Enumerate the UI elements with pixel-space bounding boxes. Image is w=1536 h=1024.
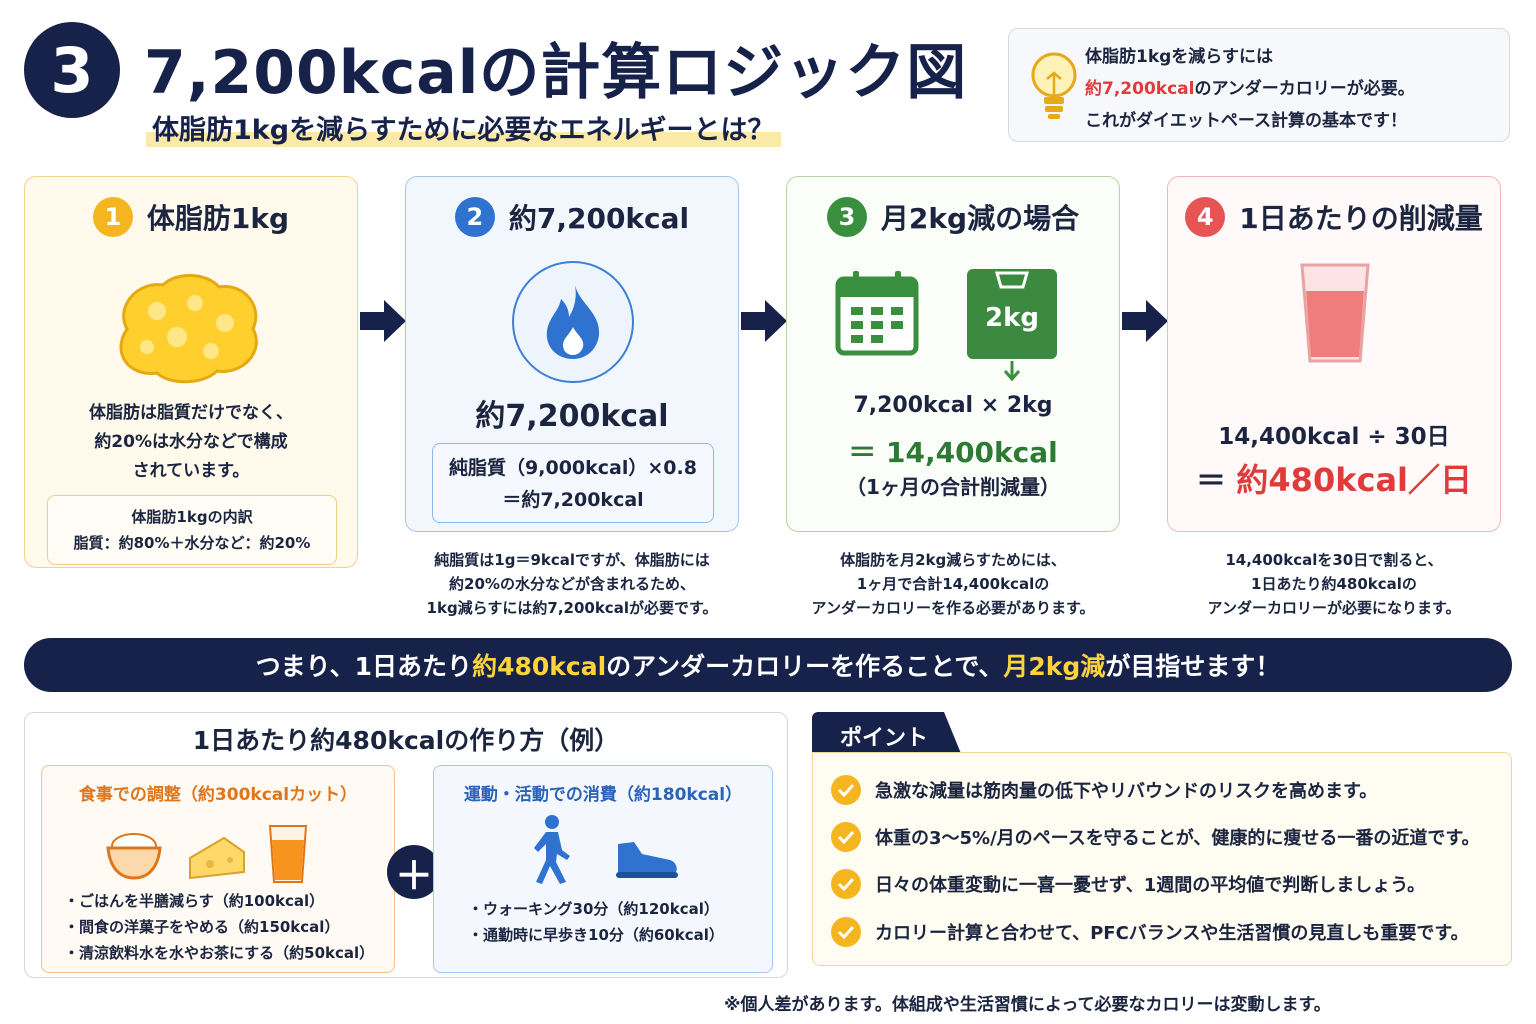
- points-tab: ポイント: [812, 712, 962, 756]
- breakdown-values: 脂質：約80%＋水分など：約20%: [73, 534, 311, 552]
- exercise-item: ・ウォーキング30分（約120kcal）: [468, 900, 719, 918]
- food-box-title: 食事での調整（約300kcalカット）: [78, 785, 358, 805]
- exercise-box: 運動・活動での消費（約180kcal） ・ウォーキング30分（約120kcal）…: [433, 765, 773, 973]
- formula-line-2: ＝約7,200kcal: [502, 489, 644, 511]
- plus-icon: ＋: [387, 845, 441, 899]
- exercise-icons: [534, 815, 678, 884]
- tip-line-1: 体脂肪1kgを減らすには: [1085, 47, 1273, 67]
- step-number-3: 3: [826, 197, 867, 237]
- check-icon: [831, 822, 861, 852]
- step-card-2: 2 約7,200kcal 約7,200kcal 純脂質（9,000kcal）×0…: [405, 176, 739, 532]
- walking-person-icon: [534, 815, 570, 884]
- step-card-4: 4 1日あたりの削減量 14,400kcal ÷ 30日 ＝ 約480kcal／…: [1167, 176, 1501, 532]
- point-item: 日々の体重変動に一喜一憂せず、1週間の平均値で判断しましょう。: [831, 869, 1425, 899]
- step1-desc-1: 体脂肪は脂質だけでなく、: [89, 403, 293, 423]
- exercise-item: ・通勤時に早歩き10分（約60kcal）: [468, 926, 724, 944]
- step-title-2: 約7,200kcal: [508, 202, 690, 235]
- step-title-3: 月2kg減の場合: [880, 202, 1080, 235]
- page-title: 7,200kcalの計算ロジック図: [144, 38, 968, 108]
- sneaker-icon: [616, 842, 678, 878]
- step-card-1: 1 体脂肪1kg 体脂肪は脂質だけでなく、 約20%は水分などで構成 されていま…: [24, 176, 358, 568]
- step1-desc-3: されています。: [132, 461, 250, 481]
- food-item: ・間食の洋菓子をやめる（約150kcal）: [64, 918, 340, 936]
- rice-bowl-icon: [106, 833, 162, 880]
- step-card-3: 3 月2kg減の場合 2kg 7,200kcal × 2kg ＝ 14,400k…: [786, 176, 1120, 532]
- step3-note: 体脂肪を月2kg減らすためには、1ヶ月で合計14,400kcalのアンダーカロリ…: [811, 551, 1095, 617]
- kcal-value: 約7,200kcal: [475, 399, 669, 434]
- step4-note: 14,400kcalを30日で割ると、1日あたり約480kcalのアンダーカロリ…: [1207, 551, 1461, 617]
- section-number-badge: 3: [24, 22, 120, 118]
- cheese-cake-icon: [189, 836, 245, 880]
- howto-title: 1日あたり約480kcalの作り方（例）: [192, 726, 620, 755]
- food-item: ・ごはんを半膳減らす（約100kcal）: [64, 892, 325, 910]
- tip-line-3: これがダイエットペース計算の基本です！: [1085, 111, 1407, 131]
- arrow-right-icon: [741, 300, 787, 342]
- step1-desc-2: 約20%は水分などで構成: [94, 432, 288, 452]
- check-icon: [831, 869, 861, 899]
- fat-breakdown-box: 体脂肪1kgの内訳 脂質：約80%＋水分など：約20%: [47, 495, 337, 565]
- howto-panel: 1日あたり約480kcalの作り方（例） 食事での調整（約300kcalカット）…: [24, 712, 788, 978]
- step4-calc-1: 14,400kcal ÷ 30日: [1218, 424, 1450, 450]
- glass-icon: [1300, 263, 1370, 363]
- food-icons: [106, 825, 308, 883]
- step-title-4: 1日あたりの削減量: [1239, 202, 1483, 235]
- step-number-4: 4: [1185, 197, 1226, 237]
- footnote: ※個人差があります。体組成や生活習慣によって必要なカロリーは変動します。: [724, 995, 1331, 1015]
- flame-badge: [512, 261, 634, 383]
- step3-calc-2: ＝ 14,400kcal: [848, 436, 1058, 469]
- step-number-2: 2: [454, 197, 495, 237]
- formula-line-1: 純脂質（9,000kcal）×0.8: [449, 457, 697, 479]
- lightbulb-icon: [1031, 52, 1077, 119]
- step-number-1: 1: [92, 197, 133, 237]
- page-subtitle: 体脂肪1kgを減らすために必要なエネルギーとは？: [146, 108, 781, 147]
- juice-glass-icon: [268, 825, 308, 883]
- formula-box: 純脂質（9,000kcal）×0.8 ＝約7,200kcal: [432, 443, 714, 523]
- tip-line-2: 約7,200kcalのアンダーカロリーが必要。: [1085, 79, 1415, 99]
- step2-note: 純脂質は1g＝9kcalですが、体脂肪には約20%の水分などが含まれるため、1k…: [426, 551, 718, 617]
- calendar-icon: [835, 271, 919, 356]
- check-icon: [831, 775, 861, 805]
- flame-icon: [546, 285, 600, 359]
- check-icon: [831, 917, 861, 947]
- food-item: ・清涼飲料水を水やお茶にする（約50kcal）: [64, 944, 375, 962]
- tip-box: 体脂肪1kgを減らすには 約7,200kcalのアンダーカロリーが必要。 これが…: [1008, 28, 1510, 142]
- point-item: 急激な減量は筋肉量の低下やリバウンドのリスクを高めます。: [831, 775, 1377, 805]
- breakdown-title: 体脂肪1kgの内訳: [131, 508, 253, 526]
- point-item: カロリー計算と合わせて、PFCバランスや生活習慣の見直しも重要です。: [831, 917, 1469, 947]
- body-fat-icon: [119, 273, 258, 384]
- weight-icon: 2kg: [967, 269, 1057, 359]
- arrow-right-icon: [360, 300, 406, 342]
- food-adjust-box: 食事での調整（約300kcalカット） ・ごはんを半膳減らす（約100kcal）…: [41, 765, 395, 973]
- step3-calc-3: （1ヶ月の合計削減量）: [846, 475, 1060, 499]
- step3-calc-1: 7,200kcal × 2kg: [853, 393, 1053, 418]
- point-item: 体重の3〜5%/月のペースを守ることが、健康的に痩せる一番の近道です。: [831, 822, 1480, 852]
- step-title-1: 体脂肪1kg: [146, 202, 290, 235]
- points-panel: 急激な減量は筋肉量の低下やリバウンドのリスクを高めます。 体重の3〜5%/月のペ…: [812, 752, 1512, 966]
- exercise-box-title: 運動・活動での消費（約180kcal）: [463, 785, 743, 805]
- arrow-down-icon: [1003, 361, 1021, 382]
- arrow-right-icon: [1122, 300, 1168, 342]
- weight-label: 2kg: [985, 303, 1039, 333]
- step4-calc-2: ＝ 約480kcal／日: [1195, 461, 1473, 499]
